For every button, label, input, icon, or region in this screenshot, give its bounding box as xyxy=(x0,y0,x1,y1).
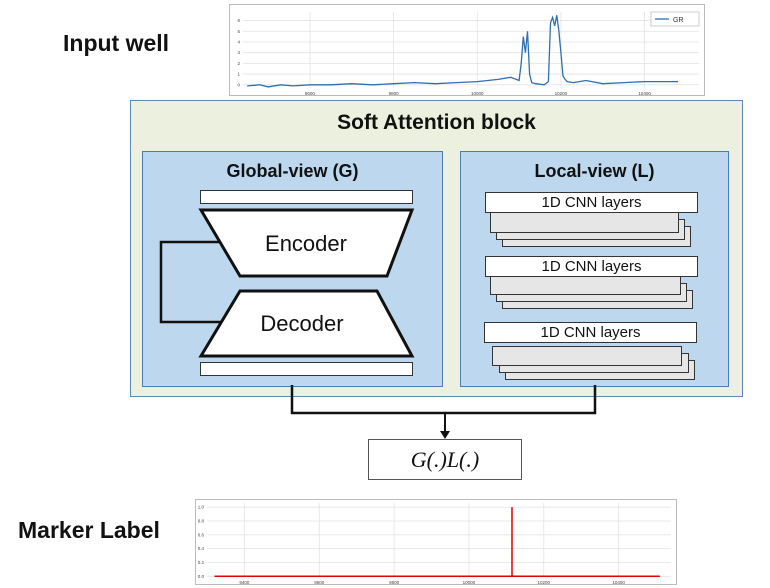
x-tick-label: 10000 xyxy=(463,580,476,585)
input-chart-frame xyxy=(229,4,705,96)
decoder-label: Decoder xyxy=(260,311,344,336)
marker-label-chart: 9400 9600 9800 10000 10200 10400 0.0 0.2 0.4 0.6 0… xyxy=(195,499,677,585)
marker-chart-frame xyxy=(195,499,677,585)
x-tick-label: 9400 xyxy=(239,580,250,585)
marker-label-title: Marker Label xyxy=(18,517,160,543)
y-tick-label: 5 xyxy=(237,29,240,34)
gr-series-line xyxy=(247,15,679,88)
y-tick-label: 4 xyxy=(237,39,240,44)
y-tick-label: 0.6 xyxy=(198,532,205,537)
encoder-decoder-shapes xyxy=(159,208,415,358)
cnn-layer-front xyxy=(490,212,679,233)
x-tick-label: 9600 xyxy=(305,91,316,96)
x-tick-label: 10400 xyxy=(638,91,651,96)
merge-arrow-head xyxy=(440,431,450,439)
cnn-layer-label-2: 1D CNN layers xyxy=(485,256,698,277)
cnn-layer-label-3: 1D CNN layers xyxy=(484,322,697,343)
formula-box: G(.)L(.) xyxy=(368,439,522,480)
x-tick-label: 9800 xyxy=(389,580,400,585)
cnn-layer-front xyxy=(490,276,681,295)
x-tick-label: 9600 xyxy=(314,580,325,585)
gr-legend: GR xyxy=(650,11,700,27)
marker-series-line xyxy=(214,507,660,578)
global-output-bar xyxy=(200,362,413,376)
y-tick-label: 2 xyxy=(237,61,240,66)
y-tick-label: 0.8 xyxy=(198,518,205,523)
x-tick-label: 10000 xyxy=(471,91,484,96)
soft-attention-title: Soft Attention block xyxy=(337,111,536,134)
x-tick-label: 10200 xyxy=(538,580,551,585)
global-input-bar xyxy=(200,190,413,204)
input-well-chart: 9600 9800 10000 10200 10400 0 1 2 3 4 5 6 GR xyxy=(229,4,705,96)
y-tick-label: 1 xyxy=(237,72,240,77)
x-tick-label: 9800 xyxy=(389,91,400,96)
y-tick-label: 6 xyxy=(237,18,240,23)
decoder-shape xyxy=(198,289,415,358)
encoder-label: Encoder xyxy=(265,231,347,256)
y-tick-label: 0.4 xyxy=(198,546,205,551)
merge-connector xyxy=(290,385,597,439)
cnn-layer-label-1: 1D CNN layers xyxy=(485,192,698,213)
y-tick-label: 3 xyxy=(237,50,240,55)
gr-legend-text: GR xyxy=(673,17,684,24)
input-well-label: Input well xyxy=(63,30,170,56)
y-tick-label: 1.0 xyxy=(198,505,205,510)
cnn-layer-front xyxy=(492,346,682,366)
global-view-title: Global-view (G) xyxy=(226,161,359,181)
x-tick-label: 10200 xyxy=(555,91,568,96)
y-tick-label: 0 xyxy=(237,82,240,87)
merge-lines xyxy=(290,385,597,415)
x-tick-label: 10400 xyxy=(612,580,625,585)
y-tick-label: 0.2 xyxy=(198,560,205,565)
encoder-shape xyxy=(198,208,415,278)
skip-connection xyxy=(159,240,224,324)
local-view-title: Local-view (L) xyxy=(534,161,655,181)
y-tick-label: 0.0 xyxy=(198,574,205,579)
